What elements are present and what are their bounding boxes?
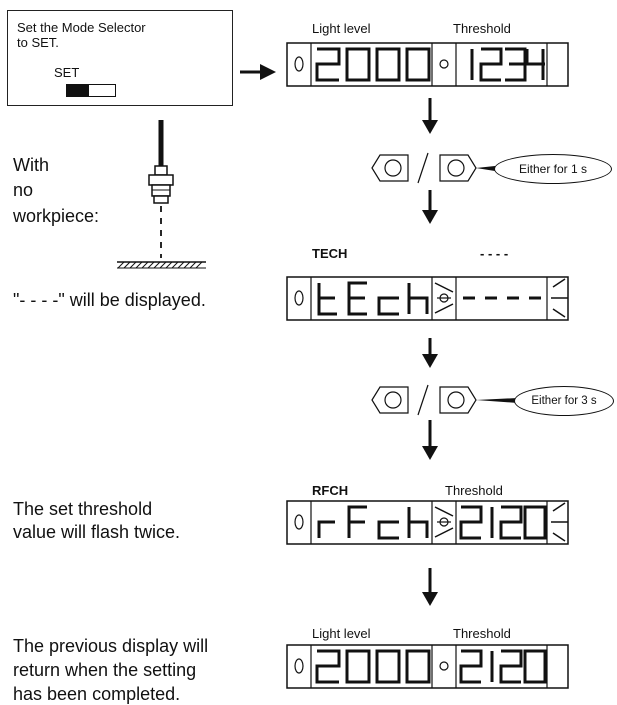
down-arrow-3 [422,338,438,368]
display-4-right-digits [459,649,547,684]
return-line-1: The previous display will [13,636,209,656]
display-3-right-digits [459,505,547,540]
return-line-2: return when the setting [13,660,197,680]
display-3-label-right: Threshold [445,483,503,498]
callout-1: Either for 1 s [494,154,612,184]
display-1-label-left: Light level [312,21,371,36]
button-pair-2 [371,384,518,416]
display-panel-4 [286,644,569,689]
callout-2: Either for 3 s [514,386,614,416]
display-1-left-digits [315,47,431,82]
display-1-label-right: Threshold [453,21,511,36]
no-text: no [13,180,34,200]
display-3-left-digits [317,505,429,540]
switch-knob [67,85,89,96]
workpiece-text: workpiece: [13,206,100,226]
display-2-label-left: TECH [312,246,348,261]
display-panel-1 [286,42,569,87]
down-arrow-5 [422,568,438,606]
note-line-2: to SET. [17,35,59,50]
return-line-3: has been completed. [13,684,181,704]
down-arrow-4 [422,420,438,460]
sensor-head-icon [148,120,174,258]
note-line-1: Set the Mode Selector [17,20,146,35]
mode-selector-note: Set the Mode Selector to SET. SET [7,10,233,106]
down-arrow-2 [422,190,438,224]
dashes-message: "- - - -" will be displayed. [13,290,206,310]
display-panel-3 [286,500,569,545]
display-2-left-digits [317,281,429,316]
button-pair-1 [371,152,495,184]
with-text: With [13,155,49,175]
display-4-label-right: Threshold [453,626,511,641]
display-panel-2 [286,276,569,321]
right-arrow [240,64,276,80]
flash-line-1: The set threshold [13,499,153,519]
display-2-label-right: - - - - [480,246,509,261]
ground-surface [117,261,206,269]
down-arrow-1 [422,98,438,134]
switch-label: SET [54,65,80,80]
display-1-right-digits [470,47,545,82]
mode-switch [66,84,116,97]
display-4-label-left: Light level [312,626,371,641]
display-3-label-left: RFCH [312,483,349,498]
flash-line-2: value will flash twice. [13,522,181,542]
display-4-left-digits [315,649,431,684]
